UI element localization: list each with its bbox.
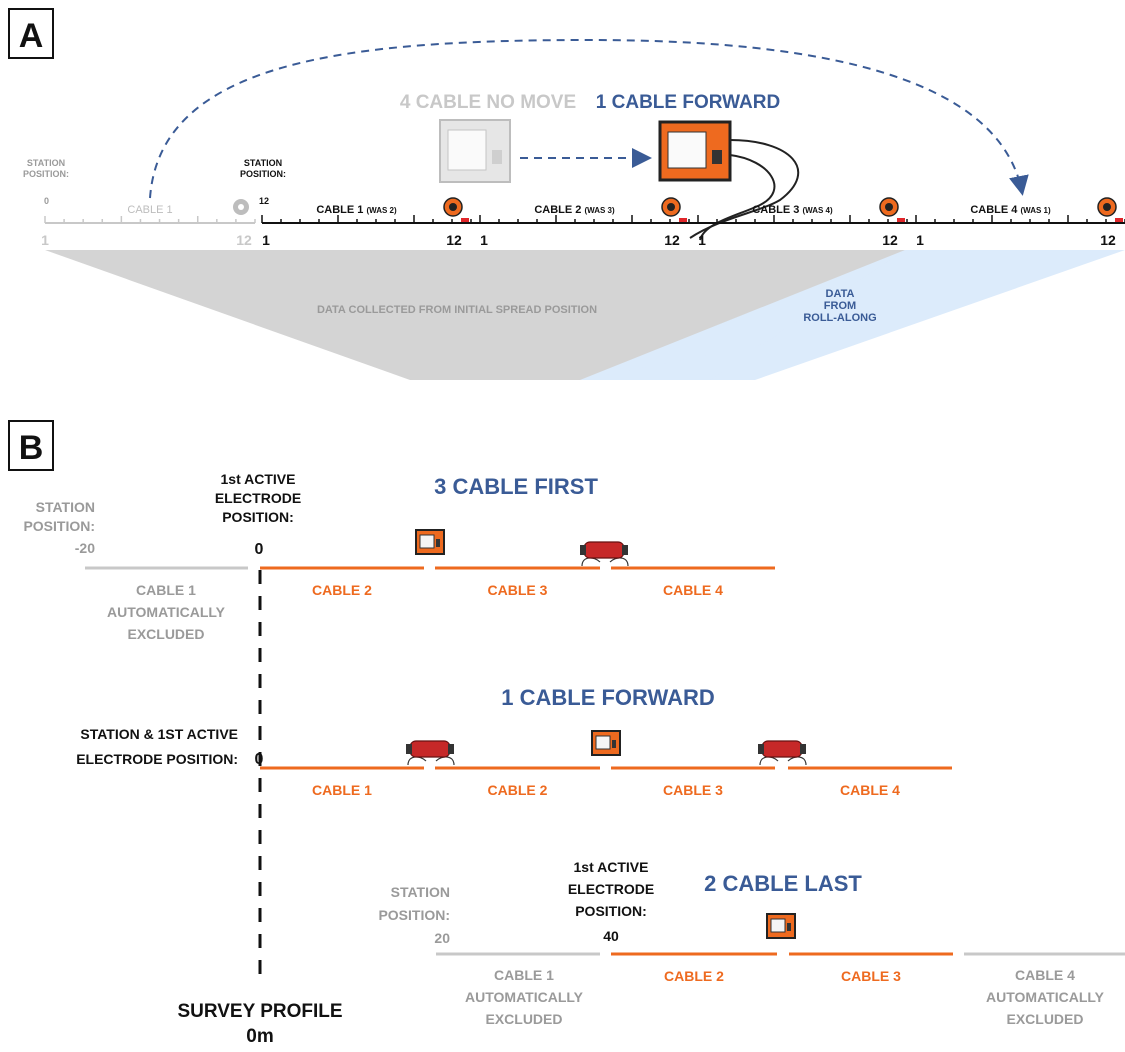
row1-station-value: -20	[75, 540, 95, 556]
instrument-icon	[766, 913, 796, 939]
cable-reel-icon	[661, 197, 687, 222]
cable-label: CABLE 2	[312, 582, 372, 598]
old-cable-reel	[233, 199, 249, 215]
panel-a-label: A	[19, 17, 44, 55]
electrode-first: 1	[916, 232, 924, 248]
electrode-last: 12	[446, 232, 462, 248]
cable-a-label: CABLE 2 (WAS 3)	[534, 204, 615, 216]
row1-cables: CABLE 2 CABLE 3 CABLE 4	[260, 529, 775, 598]
cable-reel-icon	[879, 197, 905, 222]
old-electrode-last: 12	[236, 232, 252, 248]
instrument-new-position	[658, 120, 800, 241]
row2-cable-2: CABLE 2	[435, 766, 600, 798]
cable-label: CABLE 1	[312, 782, 372, 798]
instrument-icon	[591, 730, 621, 756]
row1-cable-3: CABLE 4	[611, 566, 775, 598]
rollalong-data-wedge	[580, 250, 1125, 380]
cable-label: CABLE 4	[840, 782, 900, 798]
panel-b-label: B	[19, 429, 44, 467]
cable-move-arrow	[149, 38, 1029, 199]
electrode-first: 1	[480, 232, 488, 248]
cable-a-label: CABLE 4 (WAS 1)	[970, 204, 1051, 216]
panel-a-frame	[8, 8, 54, 59]
electrode-first: 1	[698, 232, 706, 248]
row1-title: 3 CABLE FIRST	[434, 474, 598, 499]
old-cable-line: 1 12	[41, 216, 256, 248]
title-no-move: 4 CABLE NO MOVE	[400, 92, 576, 113]
panel-b-frame	[8, 420, 54, 471]
instrument-icon	[415, 529, 445, 555]
row3-active-value: 40	[603, 928, 619, 944]
cable-connector-icon	[406, 740, 455, 766]
old-electrode-first: 1	[41, 232, 49, 248]
cable-label: CABLE 3	[663, 782, 723, 798]
row2-cable-4: CABLE 4	[788, 766, 952, 798]
cable-label: CABLE 2	[664, 968, 724, 984]
row3-station-value: 20	[434, 930, 450, 946]
old-cable-label: CABLE 1	[127, 204, 172, 216]
row1-cable-2: CABLE 3	[435, 566, 600, 598]
cable-a-label: CABLE 1 (WAS 2)	[316, 204, 397, 216]
row2-cables: CABLE 1 CABLE 2 CABLE 3 CABLE 4	[260, 730, 952, 798]
station-zero: 0	[44, 196, 49, 206]
station-twelve: 12	[259, 196, 269, 206]
survey-zero-label: 0m	[246, 1026, 273, 1047]
survey-profile-label: SURVEY PROFILE	[177, 1001, 342, 1022]
row2-title: 1 CABLE FORWARD	[501, 685, 715, 710]
electrode-last: 12	[1100, 232, 1116, 248]
cable-label: CABLE 3	[488, 582, 548, 598]
row2-cable-3: CABLE 3	[611, 766, 775, 798]
electrode-first: 1	[262, 232, 270, 248]
row1-active-value: 0	[255, 541, 264, 558]
cable-a-3: CABLE 3 (WAS 4) 1 12	[697, 197, 908, 248]
initial-data-label: DATA COLLECTED FROM INITIAL SPREAD POSIT…	[317, 304, 597, 316]
cable-label: CABLE 2	[488, 782, 548, 798]
cable-reel-icon	[443, 197, 469, 222]
title-cable-forward: 1 CABLE FORWARD	[596, 92, 780, 113]
cable-reel-icon	[1097, 197, 1123, 222]
cable-connector-icon	[580, 541, 629, 567]
cable-connector-icon	[758, 740, 807, 766]
row1-cable-1: CABLE 2	[260, 566, 424, 598]
instrument-old-position	[439, 119, 511, 183]
cable-a-label: CABLE 3 (WAS 4)	[752, 204, 833, 216]
cable-label: CABLE 3	[841, 968, 901, 984]
cable-a-2: CABLE 2 (WAS 3) 1 12	[479, 197, 690, 248]
cable-label: CABLE 4	[663, 582, 723, 598]
electrode-last: 12	[664, 232, 680, 248]
row2-cable-1: CABLE 1	[260, 766, 424, 798]
cable-a-4: CABLE 4 (WAS 1) 1 12	[915, 197, 1125, 248]
cable-a-1: CABLE 1 (WAS 2) 1 12	[261, 197, 472, 248]
row3-cable-3: CABLE 3	[789, 952, 953, 984]
row3-cable-2: CABLE 2	[611, 952, 777, 984]
row2-station-value: 0	[255, 751, 264, 768]
electrode-last: 12	[882, 232, 898, 248]
row3-title: 2 CABLE LAST	[704, 871, 862, 896]
